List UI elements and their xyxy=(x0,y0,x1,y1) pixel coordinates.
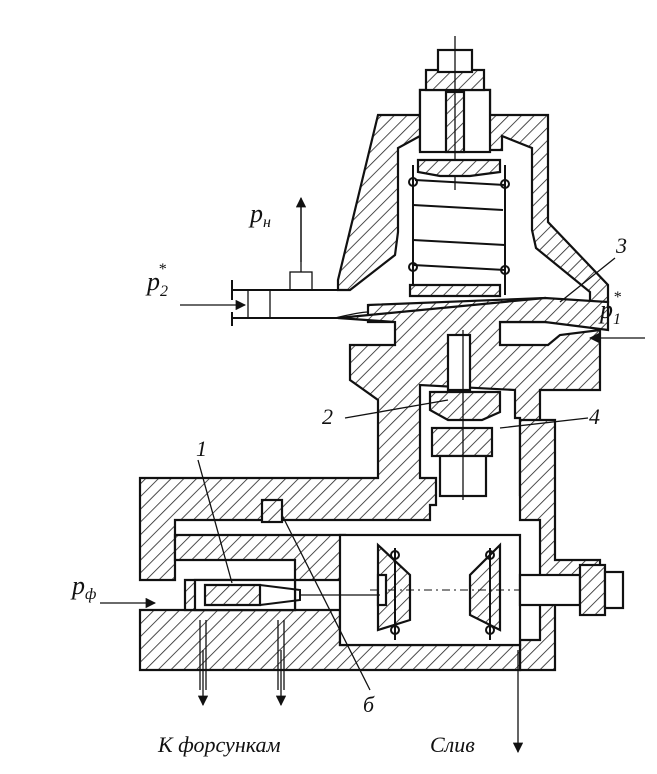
label-part-2: 2 xyxy=(322,404,333,429)
lower-spring xyxy=(370,542,625,640)
lower-body xyxy=(138,296,610,672)
caption-drain: Слив xyxy=(430,732,475,757)
label-p1: p1* xyxy=(598,289,621,328)
upper-spring xyxy=(408,158,510,298)
leader-lines xyxy=(197,257,616,691)
label-p2: p2* xyxy=(145,261,168,300)
pn-fitting xyxy=(231,200,340,326)
upper-housing xyxy=(336,36,610,304)
label-part-6: б xyxy=(363,692,375,717)
label-part-3: 3 xyxy=(615,233,627,258)
valve-assembly xyxy=(428,330,502,500)
inlet-spool xyxy=(193,498,380,690)
caption-to-injectors: К форсункам xyxy=(157,732,281,757)
label-part-4: 4 xyxy=(589,404,600,429)
label-pn: pн xyxy=(248,199,271,231)
label-pf: pф xyxy=(70,571,96,603)
flow-arrows xyxy=(100,196,645,754)
label-part-1: 1 xyxy=(196,436,207,461)
